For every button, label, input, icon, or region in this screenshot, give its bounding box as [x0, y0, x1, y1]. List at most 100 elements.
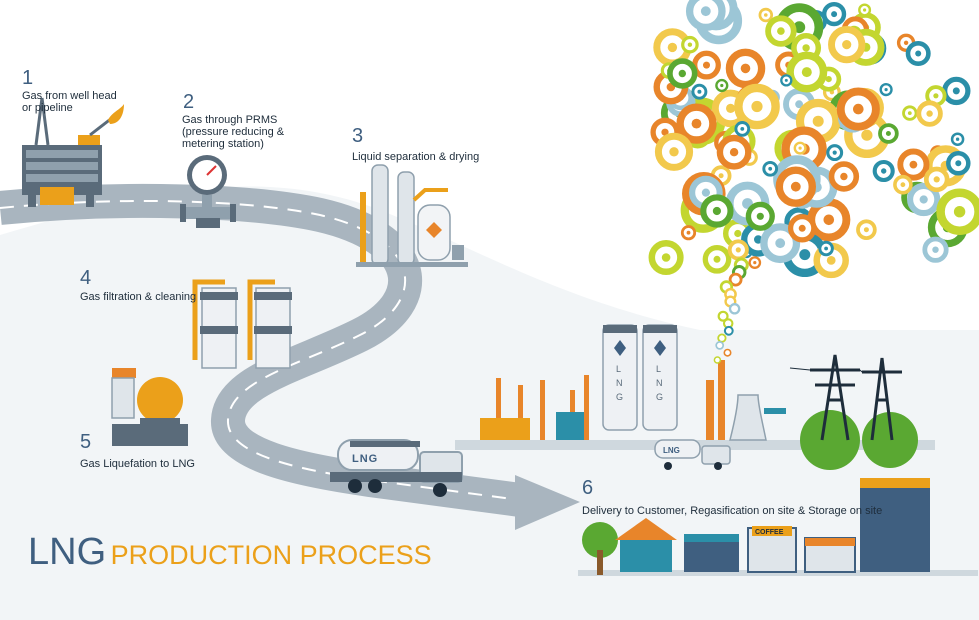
bubble	[728, 303, 741, 315]
filtration-columns-icon	[192, 279, 292, 369]
bubble-dot	[831, 11, 838, 18]
bubble-dot	[885, 131, 891, 136]
bubble-dot	[926, 110, 933, 117]
bubble-dot	[669, 147, 679, 157]
town-icon: COFFEE	[578, 478, 978, 576]
small-lng-truck-icon: LNG	[654, 439, 731, 470]
bubble	[728, 272, 743, 287]
bubble-dot	[832, 150, 837, 155]
bubble-dot	[825, 76, 832, 83]
bubble-dot	[735, 247, 741, 253]
bubble-dot	[729, 148, 739, 157]
power-plant-icon	[706, 360, 786, 441]
bubble-dot	[754, 235, 763, 244]
bubble-dot	[720, 83, 724, 88]
bubble-dot	[812, 115, 824, 127]
bubble-dot	[703, 61, 710, 69]
bubble-dot	[861, 129, 873, 141]
bubble-dot	[907, 111, 912, 115]
bubble-dot	[863, 8, 867, 12]
title-production-process: PRODUCTION PROCESS	[110, 540, 432, 570]
bubble-dot	[718, 173, 724, 179]
bubble	[717, 310, 729, 322]
step-6-number: 6	[582, 477, 594, 499]
bubble-dot	[775, 238, 786, 249]
bubble-dot	[768, 166, 773, 171]
bubble-dot	[798, 224, 806, 232]
tank-letter: L	[616, 364, 621, 374]
step-3-label-line: Liquid separation & drying	[352, 151, 480, 163]
power-pylon-icon	[789, 354, 918, 470]
bubble	[715, 341, 725, 350]
lng-storage-tanks-icon: L N G L N G	[602, 324, 678, 431]
bubble-dot	[955, 160, 962, 167]
step-2-label-line: Gas through PRMS	[182, 114, 278, 126]
bubble-dot	[823, 214, 835, 226]
step-6-label: Delivery to Customer, Regasification on …	[582, 505, 882, 517]
separator-tanks-icon	[356, 164, 468, 267]
flare-icon	[108, 104, 124, 124]
bubble-cloud	[648, 0, 979, 364]
bubble-dot	[802, 44, 810, 52]
factory-icon	[480, 375, 589, 440]
step-1-label-line: or pipeline	[22, 102, 73, 114]
bubble-dot	[795, 100, 803, 109]
step-4-label-line: Gas filtration & cleaning	[80, 291, 197, 303]
bubble-dot	[933, 93, 939, 99]
bubble-dot	[734, 229, 742, 238]
bubble-dot	[915, 50, 922, 57]
bubble-dot	[863, 227, 869, 233]
bubble-dot	[909, 160, 918, 169]
tank-letter: G	[656, 392, 663, 402]
step-4-label: Gas filtration & cleaning	[80, 291, 196, 303]
bubble-dot	[952, 87, 960, 95]
bubble-dot	[751, 100, 763, 113]
bubble-dot	[933, 176, 940, 183]
bubble	[713, 356, 722, 364]
bubble-dot	[756, 212, 764, 220]
step-4-number: 4	[80, 267, 92, 289]
offshore-platform-icon	[22, 97, 124, 207]
road-arrowhead	[515, 475, 580, 530]
bubble-dot	[790, 181, 801, 192]
step-2-label-line: (pressure reducing &	[182, 126, 285, 138]
bubble-dot	[955, 137, 960, 141]
coffee-shop-sign: COFFEE	[755, 529, 784, 536]
bubble-dot	[799, 249, 811, 261]
step-3-label: Liquid separation & drying	[352, 151, 479, 163]
bubble-dot	[726, 103, 736, 113]
bubble	[723, 325, 734, 336]
bubble-dot	[740, 126, 745, 131]
step-5-number: 5	[80, 431, 92, 453]
bubble-dot	[919, 195, 928, 204]
bubble-dot	[777, 27, 785, 35]
bubble	[717, 333, 727, 343]
tank-letter: N	[656, 378, 663, 388]
bubble	[723, 348, 732, 357]
bubble-dot	[701, 188, 711, 197]
small-truck-lng-label: LNG	[663, 446, 680, 455]
step-3-number: 3	[352, 125, 364, 147]
bubble-dot	[713, 255, 721, 263]
bubble-dot	[932, 246, 939, 253]
truck-lng-label: LNG	[352, 453, 378, 465]
bubble-dot	[753, 261, 757, 265]
bubble-dot	[697, 89, 702, 94]
bubble-dot	[840, 172, 848, 181]
bubble-dot	[686, 230, 691, 235]
bubble-dot	[700, 6, 711, 17]
bubble-dot	[661, 253, 671, 262]
bubble-dot	[667, 42, 678, 53]
bubble-dot	[661, 128, 669, 136]
step-5-label: Gas Liquefation to LNG	[80, 458, 195, 470]
pressure-gauge-icon	[180, 155, 236, 228]
step-2-label-line: metering station)	[182, 138, 264, 150]
background-swoosh	[0, 186, 979, 620]
bubble-dot	[764, 13, 768, 17]
bubble-dot	[784, 78, 788, 82]
step-1-label: Gas from well head or pipeline	[22, 90, 117, 114]
title-lng: LNG	[28, 531, 107, 573]
bubble-dot	[691, 118, 702, 129]
